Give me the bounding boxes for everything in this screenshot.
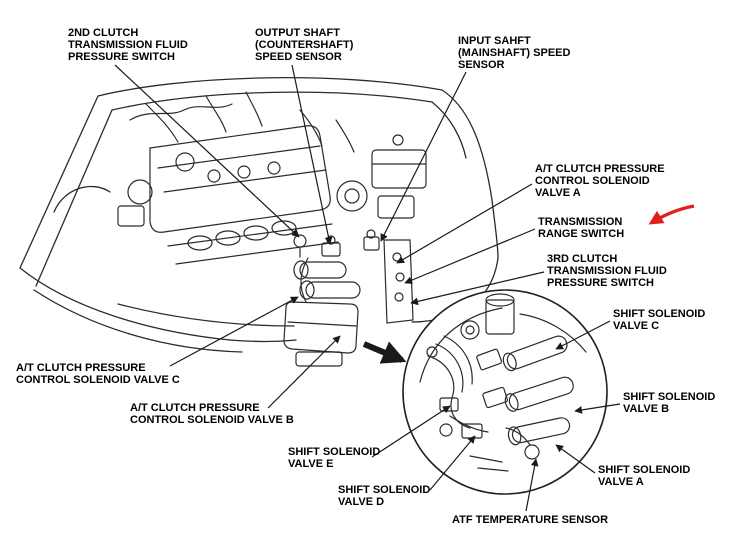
inset-detail-art (419, 293, 587, 472)
magnify-arrow (362, 341, 407, 364)
leader-line (555, 444, 596, 474)
leader-line (380, 71, 467, 242)
label-3rd-clutch-transmission-fluid-pressure-switch: 3RD CLUTCH TRANSMISSION FLUID PRESSURE S… (547, 253, 667, 289)
label-shift-solenoid-valve-b: SHIFT SOLENOID VALVE B (623, 391, 716, 415)
leader-line (574, 403, 621, 414)
leader-line (525, 458, 539, 512)
leader-line (396, 183, 533, 264)
leader-lines (114, 64, 621, 512)
transmission-assembly-art (283, 229, 414, 367)
label-at-clutch-pressure-control-solenoid-valve-b: A/T CLUTCH PRESSURE CONTROL SOLENOID VAL… (130, 402, 294, 426)
leader-line (169, 296, 299, 367)
label-at-clutch-pressure-control-solenoid-valve-c: A/T CLUTCH PRESSURE CONTROL SOLENOID VAL… (16, 362, 180, 386)
leader-line (371, 405, 451, 458)
leader-line (404, 228, 536, 284)
label-shift-solenoid-valve-a: SHIFT SOLENOID VALVE A (598, 464, 691, 488)
engine-block-art (117, 91, 427, 265)
label-shift-solenoid-valve-d: SHIFT SOLENOID VALVE D (338, 484, 431, 508)
label-input-shaft-speed-sensor: INPUT SAHFT (MAINSHAFT) SPEED SENSOR (458, 35, 571, 71)
label-shift-solenoid-valve-e: SHIFT SOLENOID VALVE E (288, 446, 381, 470)
label-transmission-range-switch: TRANSMISSION RANGE SWITCH (538, 216, 625, 240)
label-shift-solenoid-valve-c: SHIFT SOLENOID VALVE C (613, 308, 706, 332)
red-annotation-arrow (648, 204, 695, 225)
leader-line (410, 271, 545, 306)
inset-circle-group (402, 289, 608, 495)
label-at-clutch-pressure-control-solenoid-valve-a: A/T CLUTCH PRESSURE CONTROL SOLENOID VAL… (535, 163, 665, 199)
label-2nd-clutch-transmission-fluid-pressure-switch: 2ND CLUTCH TRANSMISSION FLUID PRESSURE S… (68, 27, 188, 63)
leader-line (555, 320, 611, 350)
leader-line (429, 435, 476, 491)
label-atf-temperature-sensor: ATF TEMPERATURE SENSOR (452, 514, 609, 526)
label-output-shaft-speed-sensor: OUTPUT SHAFT (COUNTERSHAFT) SPEED SENSOR (255, 27, 354, 63)
leader-line (291, 64, 333, 245)
leader-line (114, 64, 300, 238)
car-body-outline (19, 77, 499, 353)
leader-line (267, 335, 341, 409)
